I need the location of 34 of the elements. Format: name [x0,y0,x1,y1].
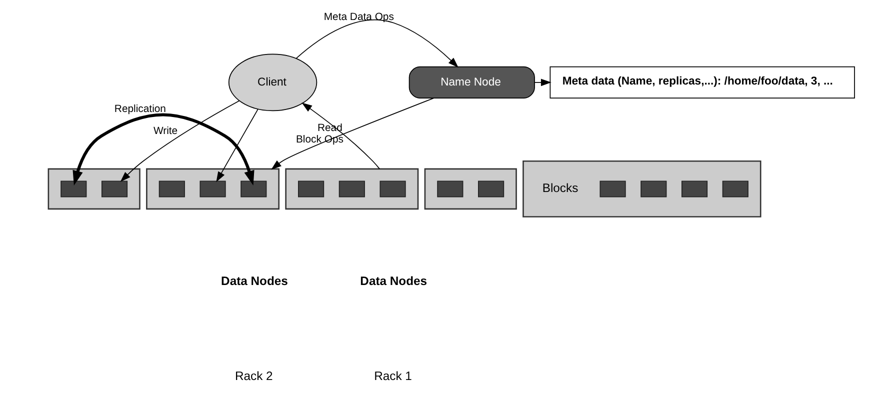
arrow [216,108,258,182]
node-box [101,180,128,198]
node-box [60,180,87,198]
edge-label: Replication [114,104,166,115]
arrow [302,102,380,170]
cluster [424,168,517,210]
node-box: Meta data (Name, replicas,...): /home/foo/data, 3, ... [550,66,855,99]
node-box [600,180,626,198]
label: Blocks [542,181,578,196]
cluster [285,168,419,210]
arrow [534,78,552,86]
node-box [200,180,226,198]
node-box [338,180,365,198]
node-box [437,180,464,198]
arrow [271,98,434,170]
label: Data Nodes [360,274,428,288]
edge-label: Write [153,126,178,138]
node-box [298,180,324,198]
label: Data Nodes [221,274,288,288]
cluster [522,160,762,218]
node-box [240,180,267,198]
node-box [722,180,748,198]
arrow [120,100,240,182]
node-box [380,180,406,198]
label: Rack 1 [374,368,412,383]
node-box [640,180,667,198]
node-box [681,180,708,198]
node-box [158,180,185,198]
label: Rack 2 [234,368,273,383]
node-box [478,180,504,198]
arrow [296,19,458,68]
node-box: Name Node [408,66,535,99]
arrow [72,113,254,186]
edge-label: Meta Data Ops [324,12,394,23]
